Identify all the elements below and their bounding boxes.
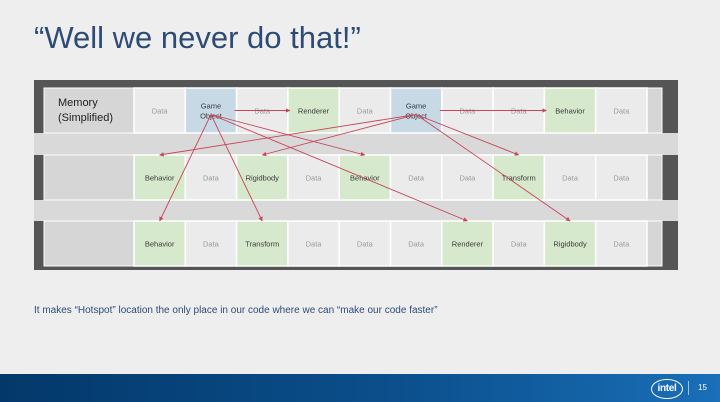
memory-cell-label: Data <box>306 174 323 183</box>
memory-cell-label: Data <box>511 107 528 116</box>
memory-cell <box>543 220 597 267</box>
memory-cell-label: Rigidbody <box>246 174 280 183</box>
footer-separator <box>688 381 689 395</box>
memory-cell-label: Data <box>203 174 220 183</box>
frame-bottom-bar <box>34 266 678 270</box>
memory-cell-label: Data <box>152 107 169 116</box>
memory-cell <box>133 87 187 134</box>
memory-cell-label: Data <box>408 240 425 249</box>
memory-cell-label: Renderer <box>452 240 484 249</box>
memory-label-line2: (Simplified) <box>58 112 113 124</box>
memory-cell-label: Data <box>460 107 477 116</box>
pointer-arrow <box>210 114 263 222</box>
memory-row-head <box>43 87 135 134</box>
memory-cell <box>287 154 340 201</box>
memory-cell <box>338 220 392 267</box>
slide-caption: It makes “Hotspot” location the only pla… <box>34 305 438 316</box>
memory-cell-label: Data <box>511 240 528 249</box>
memory-cell <box>441 154 494 201</box>
memory-cell-label: Data <box>613 107 630 116</box>
memory-cell <box>133 154 187 201</box>
pointer-arrow <box>261 114 417 157</box>
page-number: 15 <box>698 383 707 392</box>
memory-cell-label: Game <box>201 102 221 111</box>
memory-cell-label: Data <box>408 174 425 183</box>
frame-gap-2 <box>34 200 678 221</box>
memory-cell-label: Transform <box>502 174 536 183</box>
memory-cell-label: Data <box>254 107 271 116</box>
frame-top-bar <box>34 80 678 90</box>
memory-cell-label: Behavior <box>350 174 380 183</box>
memory-cell <box>235 154 289 201</box>
memory-cell-label: Data <box>306 240 323 249</box>
memory-cell <box>594 154 648 201</box>
memory-cell-label: Data <box>613 174 630 183</box>
memory-row-head <box>43 154 135 201</box>
memory-cell <box>389 87 443 134</box>
memory-cell-label: Data <box>357 107 374 116</box>
memory-cell <box>184 154 238 201</box>
memory-cell <box>543 87 597 134</box>
intel-logo: intel <box>651 379 683 399</box>
memory-cell-label: Behavior <box>145 174 175 183</box>
memory-cell <box>389 220 443 267</box>
memory-cell-label: Object <box>405 112 428 121</box>
memory-cell <box>184 87 238 134</box>
memory-cell-label: Transform <box>245 240 279 249</box>
memory-cell-label: Data <box>357 240 374 249</box>
memory-cell-label: Data <box>562 174 579 183</box>
pointer-arrow <box>415 114 520 156</box>
frame-right-post <box>661 80 678 268</box>
memory-cell <box>594 87 648 134</box>
frame-gap-1 <box>34 133 678 155</box>
memory-cell <box>594 220 648 267</box>
memory-label-line1: Memory <box>58 97 98 109</box>
memory-cell <box>492 220 546 267</box>
memory-cell-label: Game <box>406 102 426 111</box>
pointer-arrow <box>159 114 417 157</box>
memory-cell-label: Rigidbody <box>553 240 587 249</box>
memory-cell-label: Data <box>460 174 477 183</box>
memory-cell-label: Behavior <box>145 240 175 249</box>
memory-cell-label: Data <box>613 240 630 249</box>
memory-cell <box>184 220 238 267</box>
footer-bar <box>0 374 720 402</box>
memory-row-head <box>43 220 135 267</box>
pointer-arrow <box>159 114 212 222</box>
slide-title: “Well we never do that!” <box>34 20 361 55</box>
memory-cell-label: Data <box>203 240 220 249</box>
pointer-arrow <box>210 114 468 222</box>
memory-cell-label: Behavior <box>555 107 585 116</box>
memory-cell-label: Renderer <box>298 107 330 116</box>
pointer-arrow <box>415 114 571 222</box>
